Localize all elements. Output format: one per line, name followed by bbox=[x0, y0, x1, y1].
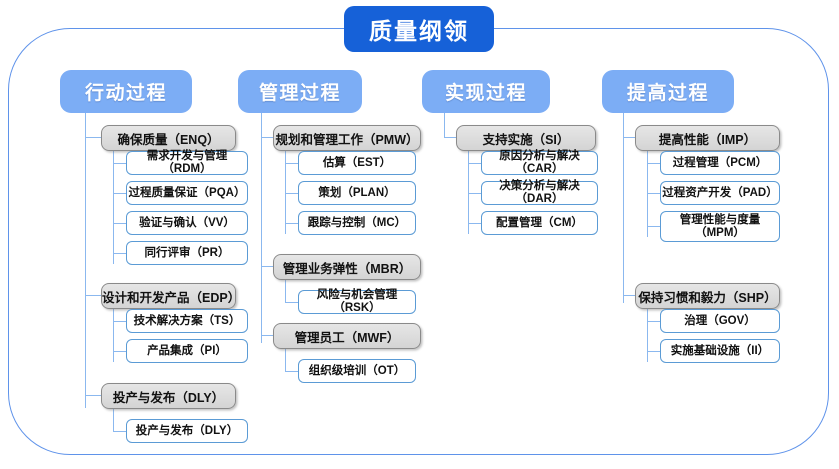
column-header-action[interactable]: 行动过程 bbox=[60, 70, 192, 113]
leaf-box-mpm[interactable]: 管理性能与度量 （MPM） bbox=[660, 211, 780, 242]
subtrunk-line-shp bbox=[647, 309, 649, 362]
leaf-line bbox=[468, 163, 483, 165]
leaf-line bbox=[285, 193, 300, 195]
subtrunk-line-edp bbox=[113, 309, 115, 362]
trunk-line-col4 bbox=[623, 113, 625, 303]
leaf-line bbox=[647, 193, 662, 195]
branch-line bbox=[85, 295, 103, 297]
leaf-line bbox=[113, 163, 128, 165]
branch-line bbox=[261, 266, 275, 268]
leaf-box-pad[interactable]: 过程资产开发（PAD） bbox=[660, 181, 780, 205]
group-box-si[interactable]: 支持实施（SI） bbox=[456, 125, 596, 151]
subtrunk-line-enq bbox=[113, 151, 115, 264]
leaf-line bbox=[113, 321, 128, 323]
leaf-box-est[interactable]: 估算（EST） bbox=[298, 151, 416, 175]
column-header-management[interactable]: 管理过程 bbox=[238, 70, 362, 113]
leaf-box-vv[interactable]: 验证与确认（VV） bbox=[126, 211, 248, 235]
branch-line bbox=[623, 295, 637, 297]
group-box-dly[interactable]: 投产与发布（DLY） bbox=[101, 383, 236, 409]
branch-line bbox=[261, 137, 275, 139]
column-header-improvement[interactable]: 提高过程 bbox=[602, 70, 734, 113]
leaf-line bbox=[647, 226, 662, 228]
leaf-box-plan[interactable]: 策划（PLAN） bbox=[298, 181, 416, 205]
leaf-line bbox=[285, 163, 300, 165]
leaf-line bbox=[113, 431, 128, 433]
leaf-line bbox=[285, 371, 300, 373]
branch-line bbox=[85, 137, 103, 139]
subtrunk-line-mwf bbox=[285, 349, 287, 372]
group-box-shp[interactable]: 保持习惯和毅力（SHP） bbox=[635, 283, 780, 309]
leaf-box-mc[interactable]: 跟踪与控制（MC） bbox=[298, 211, 416, 235]
branch-line bbox=[444, 137, 458, 139]
group-box-imp[interactable]: 提高性能（IMP） bbox=[635, 125, 780, 151]
leaf-line bbox=[647, 351, 662, 353]
leaf-box-rdm[interactable]: 需求开发与管理（RDM） bbox=[126, 150, 248, 175]
leaf-line bbox=[647, 321, 662, 323]
leaf-box-rsk[interactable]: 风险与机会管理（RSK） bbox=[298, 289, 416, 314]
group-box-mwf[interactable]: 管理员工（MWF） bbox=[273, 323, 421, 349]
subtrunk-line-si bbox=[468, 151, 470, 234]
leaf-line bbox=[113, 193, 128, 195]
column-header-implementation[interactable]: 实现过程 bbox=[422, 70, 550, 113]
subtrunk-line-pmw bbox=[285, 151, 287, 234]
leaf-box-pi[interactable]: 产品集成（PI） bbox=[126, 339, 248, 363]
leaf-box-ot[interactable]: 组织级培训（OT） bbox=[298, 359, 416, 383]
leaf-box-car[interactable]: 原因分析与解决（CAR） bbox=[481, 150, 598, 175]
leaf-line bbox=[468, 193, 483, 195]
branch-line bbox=[623, 137, 637, 139]
group-box-mbr[interactable]: 管理业务弹性（MBR） bbox=[273, 254, 421, 280]
leaf-line bbox=[468, 223, 483, 225]
leaf-box-dar[interactable]: 决策分析与解决（DAR） bbox=[481, 180, 598, 205]
leaf-box-pr[interactable]: 同行评审（PR） bbox=[126, 241, 248, 265]
leaf-box-gov[interactable]: 治理（GOV） bbox=[660, 309, 780, 333]
group-box-pmw[interactable]: 规划和管理工作（PMW） bbox=[273, 125, 421, 151]
leaf-line bbox=[113, 351, 128, 353]
leaf-line bbox=[285, 302, 300, 304]
leaf-line bbox=[285, 223, 300, 225]
leaf-line bbox=[113, 253, 128, 255]
trunk-line-col1 bbox=[85, 113, 87, 408]
branch-line bbox=[261, 335, 275, 337]
leaf-line bbox=[113, 223, 128, 225]
leaf-box-pcm[interactable]: 过程管理（PCM） bbox=[660, 151, 780, 175]
trunk-line-col2 bbox=[261, 113, 263, 343]
subtrunk-line-mbr bbox=[285, 280, 287, 303]
branch-line bbox=[85, 395, 103, 397]
trunk-line-col3 bbox=[444, 113, 446, 138]
leaf-box-ts[interactable]: 技术解决方案（TS） bbox=[126, 309, 248, 333]
leaf-line bbox=[647, 163, 662, 165]
leaf-box-dly[interactable]: 投产与发布（DLY） bbox=[126, 419, 248, 443]
leaf-box-pqa[interactable]: 过程质量保证（PQA） bbox=[126, 181, 248, 205]
leaf-box-cm[interactable]: 配置管理（CM） bbox=[481, 211, 598, 235]
subtrunk-line-dly bbox=[113, 409, 115, 432]
diagram-title: 质量纲领 bbox=[344, 6, 494, 52]
group-box-enq[interactable]: 确保质量（ENQ） bbox=[101, 125, 236, 151]
group-box-edp[interactable]: 设计和开发产品（EDP） bbox=[101, 283, 240, 309]
leaf-box-ii[interactable]: 实施基础设施（II） bbox=[660, 339, 780, 363]
